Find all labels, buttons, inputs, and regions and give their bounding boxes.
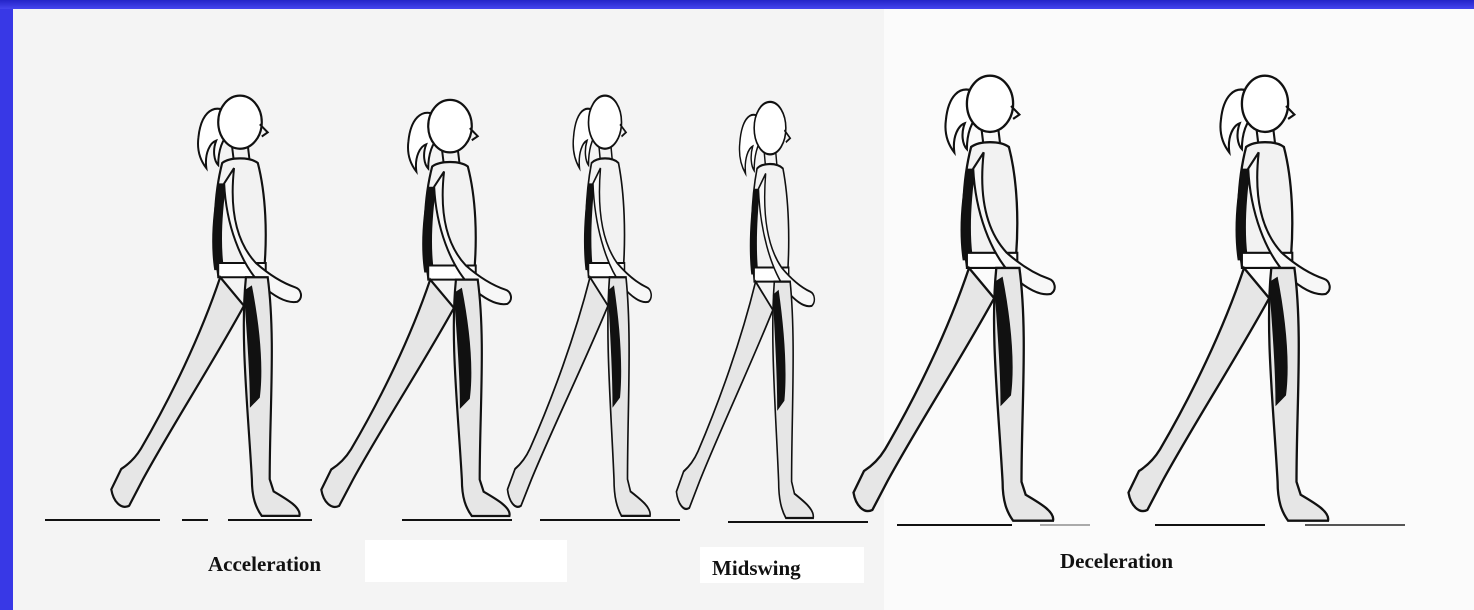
walking-figure-icon — [676, 102, 814, 518]
midswing-label: Midswing — [712, 556, 801, 581]
acceleration-label: Acceleration — [208, 552, 321, 577]
walking-figure-icon — [111, 96, 301, 516]
walking-figure-icon — [854, 76, 1055, 521]
walking-figure-icon — [321, 100, 511, 516]
walking-figure-icon — [1129, 76, 1330, 521]
deceleration-label: Deceleration — [1060, 549, 1173, 574]
ground-lines — [45, 520, 1405, 525]
walking-figure-icon — [508, 96, 652, 516]
